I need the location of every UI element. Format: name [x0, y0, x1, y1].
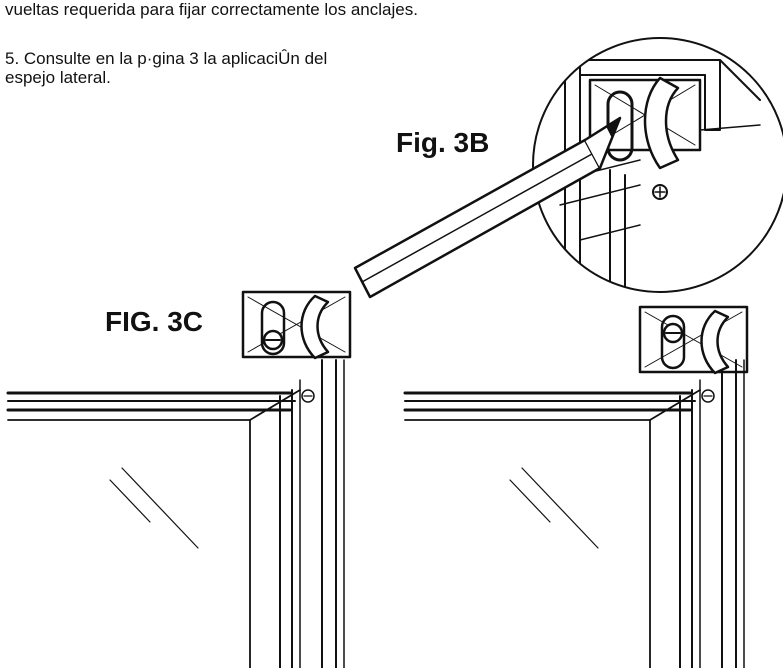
- instruction-step-5: 5. Consulte en la p·gina 3 la aplicaciÛn…: [5, 49, 445, 87]
- pencil-marker: [353, 116, 622, 299]
- window-frame-right: [403, 305, 749, 668]
- step-5-line-2: espejo lateral.: [5, 68, 111, 87]
- figure-label-3b: Fig. 3B: [396, 127, 490, 158]
- zoom-detail-circle: [532, 37, 783, 293]
- figure-label-3c: FIG. 3C: [105, 306, 204, 337]
- instruction-text-continuation: vueltas requerida para fijar correctamen…: [5, 0, 418, 19]
- step-5-line-1: 5. Consulte en la p·gina 3 la aplicaciÛn…: [5, 49, 328, 68]
- window-frame-left: [6, 290, 352, 668]
